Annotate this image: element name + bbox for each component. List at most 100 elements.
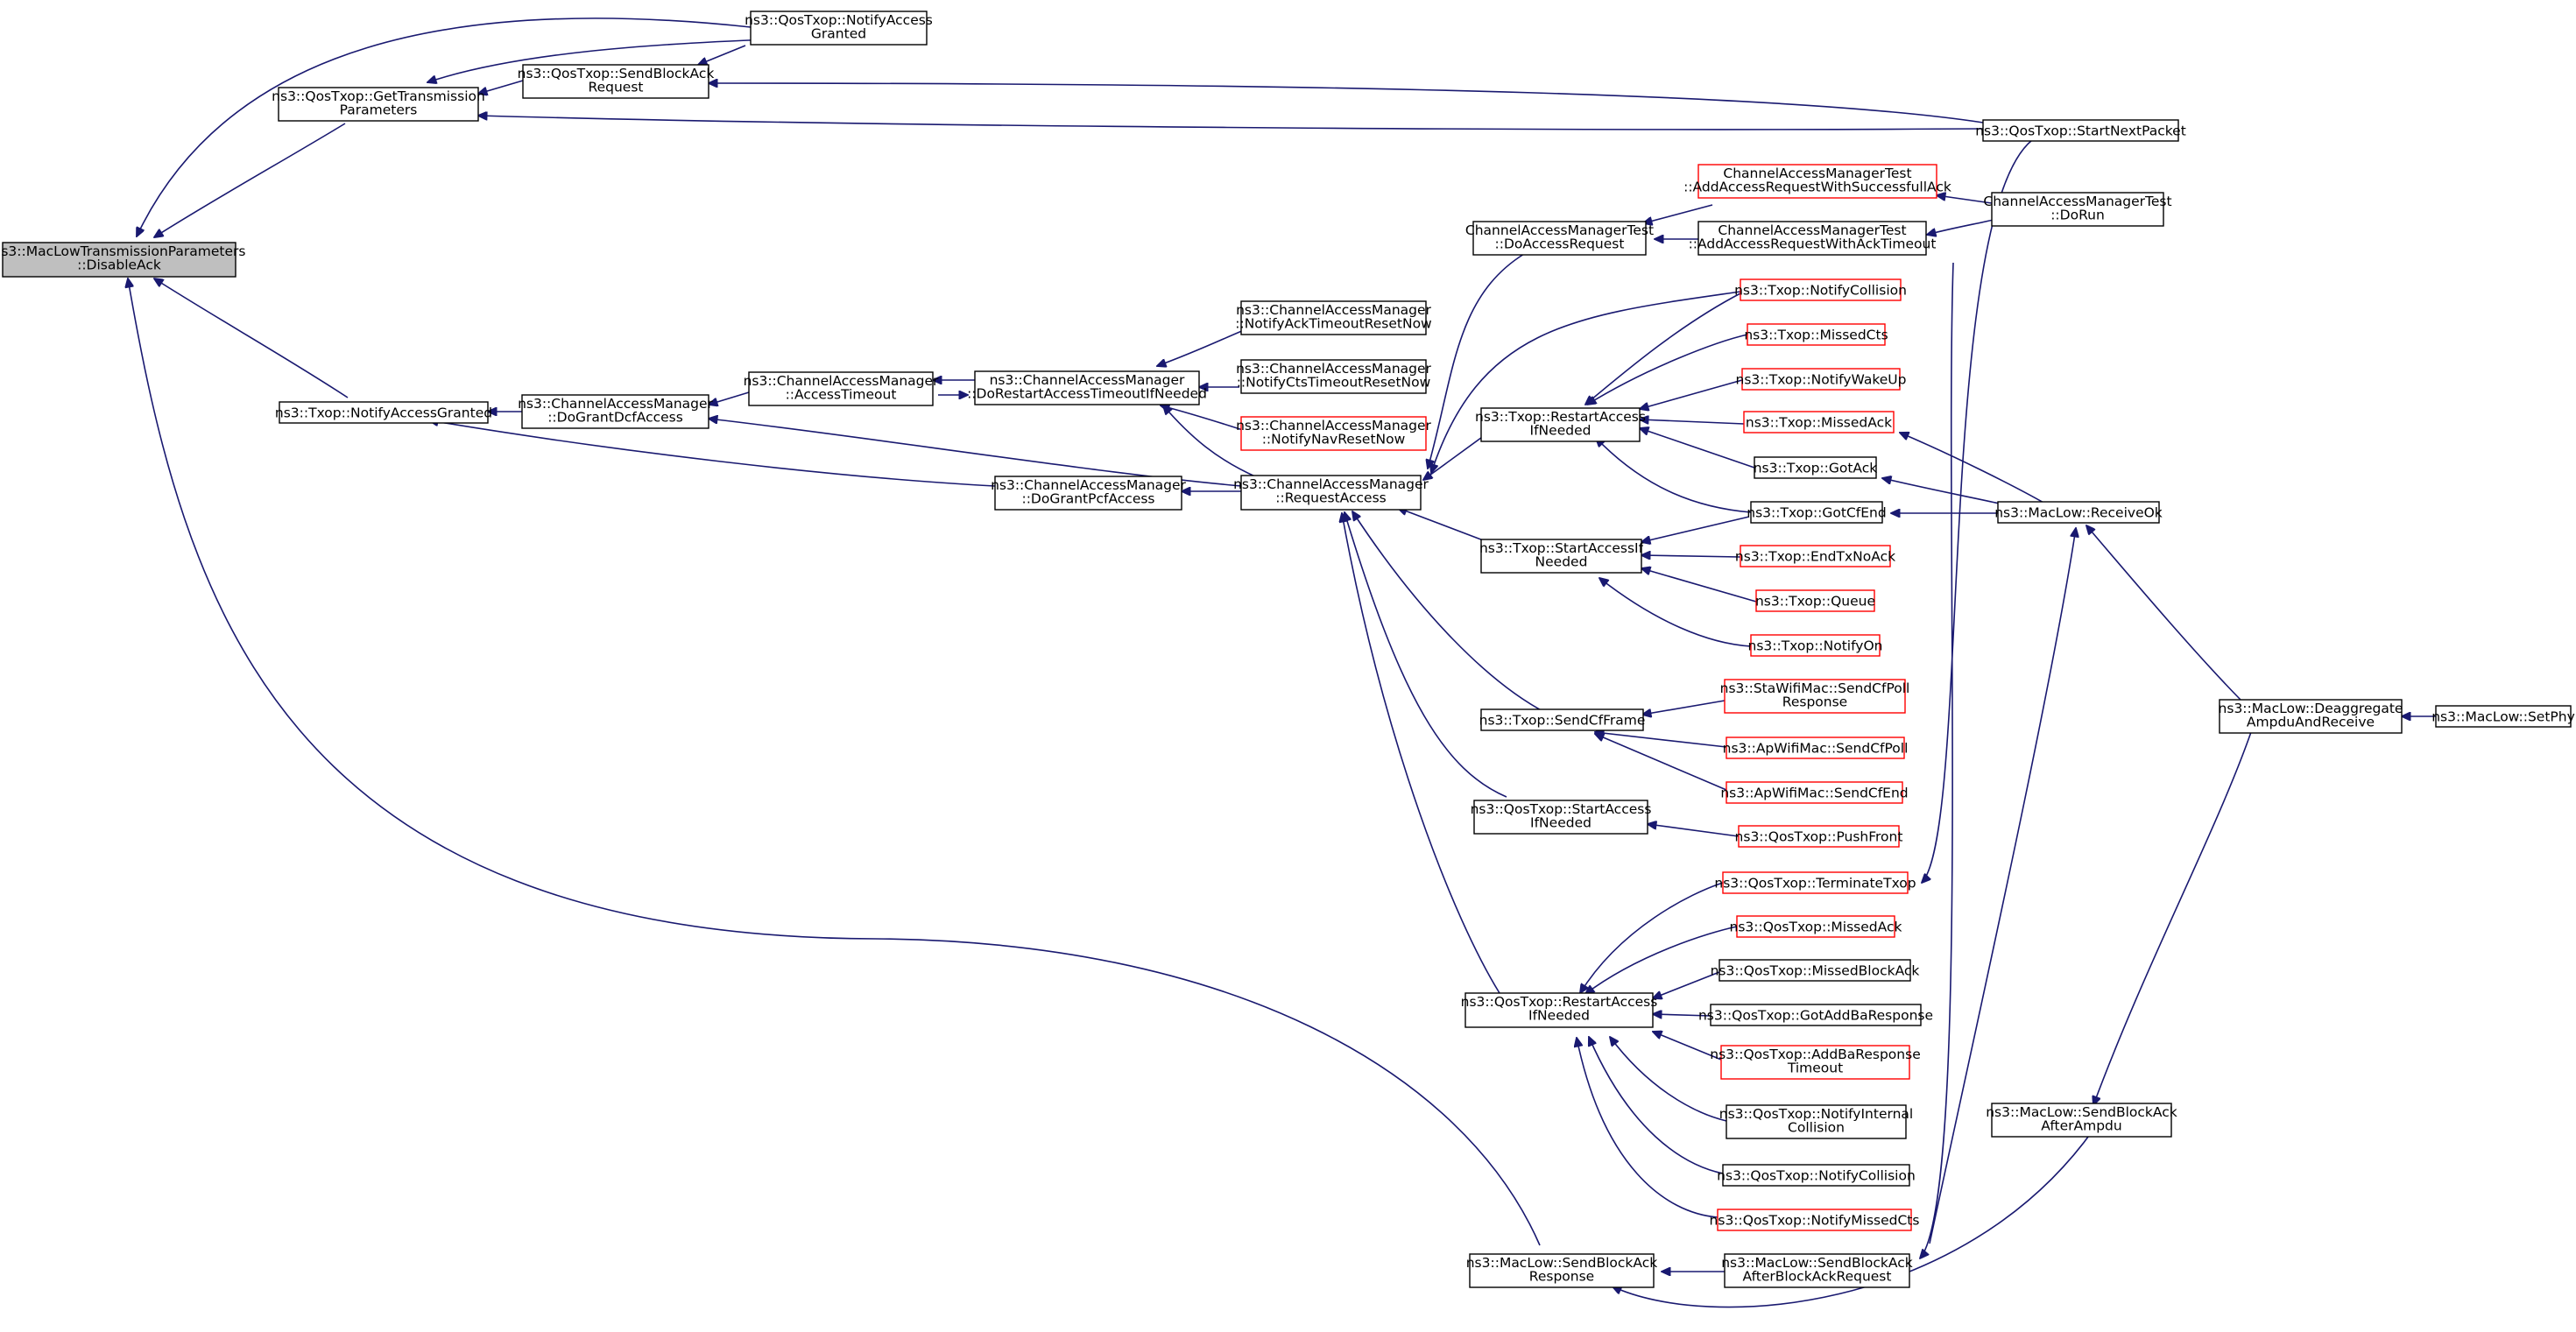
node-label: ::RequestAccess xyxy=(1275,490,1386,506)
node-label: Timeout xyxy=(1787,1061,1843,1076)
node-cdar[interactable]: ChannelAccessManagerTest::DoAccessReques… xyxy=(1465,221,1654,256)
edge-qnag-qsba xyxy=(698,45,746,65)
node-tscf[interactable]: ns3::Txop::SendCfFrame xyxy=(1479,708,1646,731)
node-qnmc[interactable]: ns3::QosTxop::NotifyMissedCts xyxy=(1710,1209,1920,1231)
node-tmack[interactable]: ns3::Txop::MissedAck xyxy=(1743,411,1895,433)
node-label: ns3::MacLow::SendBlockAck xyxy=(1986,1104,2177,1120)
node-label: ChannelAccessManagerTest xyxy=(1718,222,1906,238)
edge-qtt-qrai xyxy=(1580,882,1724,993)
node-nnav[interactable]: ns3::ChannelAccessManager::NotifyNavRese… xyxy=(1236,416,1432,451)
node-crun[interactable]: ChannelAccessManagerTest::DoRun xyxy=(1983,192,2172,227)
node-apce[interactable]: ns3::ApWifiMac::SendCfEnd xyxy=(1720,781,1909,804)
node-apcp[interactable]: ns3::ApWifiMac::SendCfPoll xyxy=(1723,736,1909,759)
node-box xyxy=(1697,221,1927,256)
node-box xyxy=(1743,411,1895,433)
node-tmcts[interactable]: ns3::Txop::MissedCts xyxy=(1744,323,1888,346)
node-setphy[interactable]: ns3::MacLow::SetPhy xyxy=(2431,705,2575,728)
node-label: IfNeeded xyxy=(1530,815,1591,831)
edge-qsnp-qgtp xyxy=(478,116,1984,130)
node-label: Request xyxy=(589,80,644,95)
node-box xyxy=(1469,1253,1655,1288)
node-tnag[interactable]: ns3::Txop::NotifyAccessGranted xyxy=(275,401,492,424)
node-box xyxy=(1717,1209,1912,1231)
node-label: ns3::ChannelAccessManager xyxy=(990,372,1185,388)
node-qnag[interactable]: ns3::QosTxop::NotifyAccessGranted xyxy=(745,11,933,46)
node-tqueue[interactable]: ns3::Txop::Queue xyxy=(1755,589,1875,612)
node-label: IfNeeded xyxy=(1530,423,1591,439)
node-box xyxy=(1722,871,1909,894)
edge-sta-tscf xyxy=(1642,700,1726,715)
node-label: ns3::MacLowTransmissionParameters xyxy=(0,243,245,259)
node-qma[interactable]: ns3::QosTxop::MissedAck xyxy=(1730,915,1902,938)
node-tnon[interactable]: ns3::Txop::NotifyOn xyxy=(1748,634,1883,657)
node-label: ns3::QosTxop::StartNextPacket xyxy=(1975,123,2186,139)
edge-qrai-req xyxy=(1342,513,1500,994)
edge-crun-cato xyxy=(1927,218,1998,235)
node-gdcf[interactable]: ns3::ChannelAccessManager::DoGrantDcfAcc… xyxy=(518,394,714,429)
node-qpf[interactable]: ns3::QosTxop::PushFront xyxy=(1735,825,1903,848)
node-qmba[interactable]: ns3::QosTxop::MissedBlockAck xyxy=(1711,959,1920,982)
node-label: ns3::QosTxop::SendBlockAck xyxy=(518,66,715,81)
node-label: ::DoRestartAccessTimeoutIfNeeded xyxy=(967,386,1207,402)
node-box xyxy=(2435,705,2572,728)
node-label: ns3::QosTxop::AddBaResponse xyxy=(1710,1047,1920,1062)
node-cato[interactable]: ChannelAccessManagerTest::AddAccessReque… xyxy=(1689,221,1937,256)
edge-tscf-req xyxy=(1352,511,1547,714)
node-qgab[interactable]: ns3::QosTxop::GotAddBaResponse xyxy=(1698,1004,1933,1026)
node-label: ns3::QosTxop::MissedAck xyxy=(1730,920,1902,935)
node-label: ns3::MacLow::ReceiveOk xyxy=(1994,505,2163,521)
node-cfull[interactable]: ChannelAccessManagerTest::AddAccessReque… xyxy=(1683,164,1951,199)
node-label: IfNeeded xyxy=(1528,1008,1590,1024)
node-label: ns3::ChannelAccessManager xyxy=(744,373,939,389)
node-drat[interactable]: ns3::ChannelAccessManager::DoRestartAcce… xyxy=(967,370,1207,405)
node-gpcf[interactable]: ns3::ChannelAccessManager::DoGrantPcfAcc… xyxy=(991,476,1187,511)
node-ato[interactable]: ns3::ChannelAccessManager::AccessTimeout xyxy=(744,371,939,406)
node-sbabr[interactable]: ns3::MacLow::SendBlockAckAfterBlockAckRe… xyxy=(1721,1253,1913,1288)
edge-tentx-tsai xyxy=(1641,555,1741,557)
node-box xyxy=(1991,1103,2172,1138)
node-label: ns3::ChannelAccessManager xyxy=(1236,361,1431,377)
node-label: AfterBlockAckRequest xyxy=(1743,1269,1892,1285)
edge-twake-trai xyxy=(1640,379,1743,409)
node-label: ::DoRun xyxy=(2050,208,2105,223)
node-box xyxy=(1726,1104,1907,1139)
node-qncol[interactable]: ns3::QosTxop::NotifyCollision xyxy=(1717,1164,1916,1187)
node-box xyxy=(1480,407,1641,442)
node-box xyxy=(1740,278,1902,301)
edge-tnon-tsai xyxy=(1599,578,1752,647)
node-tgcfe[interactable]: ns3::Txop::GotCfEnd xyxy=(1747,501,1887,524)
edge-gpcf-tnag xyxy=(429,420,996,487)
edge-qmba-qrai xyxy=(1653,971,1720,998)
node-nack[interactable]: ns3::ChannelAccessManager::NotifyAckTime… xyxy=(1235,300,1432,335)
node-box xyxy=(1726,736,1905,759)
node-qtt[interactable]: ns3::QosTxop::TerminateTxop xyxy=(1714,871,1916,894)
node-tentx[interactable]: ns3::Txop::EndTxNoAck xyxy=(1735,545,1895,567)
edge-req-drat xyxy=(1163,405,1258,478)
node-box xyxy=(521,394,709,429)
node-label: ns3::QosTxop::GetTransmission xyxy=(272,88,485,104)
node-label: ns3::QosTxop::PushFront xyxy=(1735,829,1903,845)
node-tncol[interactable]: ns3::Txop::NotifyCollision xyxy=(1734,278,1907,301)
node-label: ns3::StaWifiMac::SendCfPoll xyxy=(1720,680,1910,696)
edge-tgcfe-tsai xyxy=(1641,516,1750,542)
node-ncts[interactable]: ns3::ChannelAccessManager::NotifyCtsTime… xyxy=(1236,359,1432,394)
node-rxok[interactable]: ns3::MacLow::ReceiveOk xyxy=(1994,501,2163,524)
node-req[interactable]: ns3::ChannelAccessManager::RequestAccess xyxy=(1233,475,1429,511)
node-box xyxy=(1720,1045,1910,1080)
edge-qabt-qrai xyxy=(1653,1032,1722,1061)
node-tgack[interactable]: ns3::Txop::GotAck xyxy=(1754,456,1878,479)
node-qsnp[interactable]: ns3::QosTxop::StartNextPacket xyxy=(1975,119,2186,142)
node-twake[interactable]: ns3::Txop::NotifyWakeUp xyxy=(1736,368,1907,391)
